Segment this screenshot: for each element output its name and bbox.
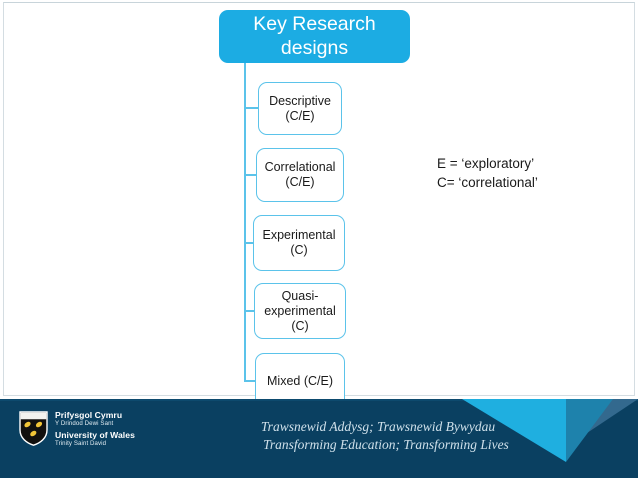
heraldic-shield-icon xyxy=(19,411,48,447)
university-logo-text: Prifysgol Cymru Y Drindod Dewi Sant Univ… xyxy=(55,411,135,447)
connector-stub-quasi-experimental xyxy=(244,310,260,313)
logo-line-prifysgol-cymru: Prifysgol Cymru xyxy=(55,410,123,420)
node-correlational-line-2: (C/E) xyxy=(285,175,315,189)
diagram-title-box: Key Research designs xyxy=(219,10,410,63)
node-quasi-experimental-line-3: (C) xyxy=(291,318,309,333)
node-quasi-experimental: Quasi- experimental (C) xyxy=(254,283,346,339)
legend-line-correlational: C= ‘correlational’ xyxy=(437,175,538,190)
node-mixed-line-1: Mixed (C/E) xyxy=(267,373,333,388)
node-descriptive: Descriptive (C/E) xyxy=(258,82,342,135)
footer-top-edge xyxy=(0,399,638,401)
diagram-title-line-2: designs xyxy=(280,36,349,59)
node-descriptive-line-2: (C/E) xyxy=(285,108,315,123)
node-experimental: Experimental (C) xyxy=(253,215,345,271)
legend-line-exploratory: E = ‘exploratory’ xyxy=(437,156,535,171)
node-correlational: Correlational (C/E) xyxy=(256,148,344,202)
connector-stub-mixed xyxy=(244,380,260,383)
node-experimental-line-1: Experimental xyxy=(262,228,336,242)
footer-tagline: Trawsnewid Addysg; Trawsnewid Bywydau Tr… xyxy=(233,418,523,454)
tagline-english: Transforming Education; Transforming Liv… xyxy=(263,437,509,452)
diagram-title-line-1: Key Research xyxy=(253,12,376,35)
connector-stub-correlational xyxy=(244,174,260,177)
logo-line-university-of-wales: University of Wales xyxy=(55,429,135,440)
decorative-triangle-cyan xyxy=(462,399,566,462)
connector-stub-descriptive xyxy=(244,107,260,110)
node-experimental-line-2: (C) xyxy=(290,243,308,257)
slide-footer-band xyxy=(0,399,638,478)
university-logo: Prifysgol Cymru Y Drindod Dewi Sant Univ… xyxy=(19,411,135,447)
key-research-designs-diagram: Key Research designs Descriptive (C/E) C… xyxy=(219,10,538,409)
node-descriptive-line-1: Descriptive xyxy=(269,93,331,108)
logo-line-trinity-saint-david: Trinity Saint David xyxy=(55,439,107,447)
tagline-welsh: Trawsnewid Addysg; Trawsnewid Bywydau xyxy=(260,419,496,434)
decorative-triangle-mid-blue xyxy=(566,399,613,462)
node-quasi-experimental-line-1: Quasi- xyxy=(281,288,319,303)
node-quasi-experimental-line-2: experimental xyxy=(264,303,336,318)
connector-stub-experimental xyxy=(244,242,260,245)
logo-line-y-drindod-dewi-sant: Y Drindod Dewi Sant xyxy=(55,420,114,428)
legend-abbreviations: E = ‘exploratory’ C= ‘correlational’ xyxy=(437,154,538,192)
node-correlational-line-1: Correlational xyxy=(264,160,336,174)
connector-trunk xyxy=(244,63,247,381)
